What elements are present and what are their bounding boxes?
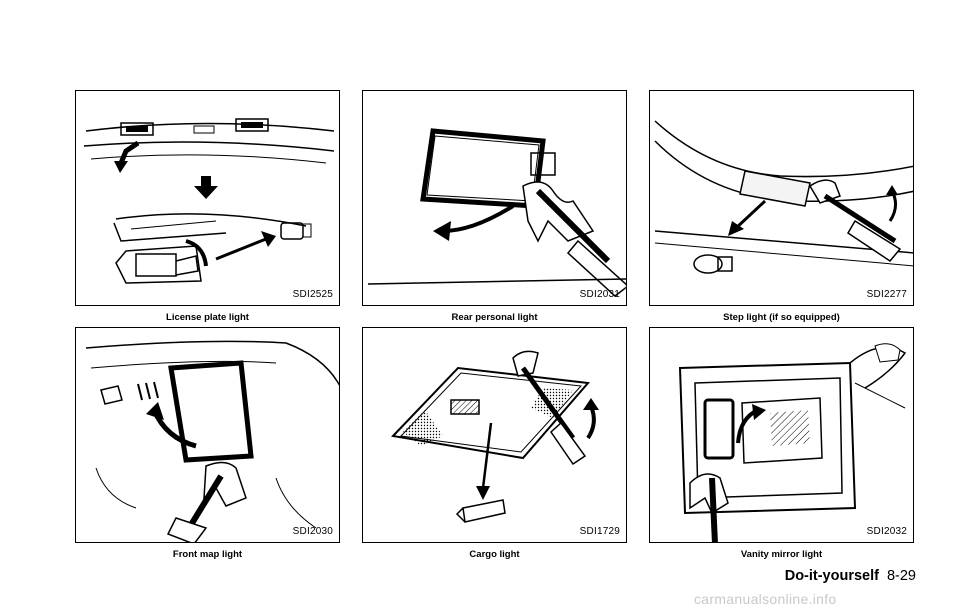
- figure-caption: Vanity mirror light: [740, 549, 823, 560]
- figure-caption: Step light (if so equipped): [723, 312, 840, 323]
- figure-caption: License plate light: [166, 312, 249, 323]
- figure-code: SDI2030: [292, 526, 333, 537]
- figure-rear-personal-light: SDI2031: [362, 90, 627, 306]
- figure-code: SDI2277: [866, 289, 907, 300]
- page-footer: Do-it-yourself 8-29: [785, 568, 916, 584]
- figure-license-plate-light: SDI2525: [75, 90, 340, 306]
- figure-caption: Front map light: [172, 549, 243, 560]
- figure-code: SDI2525: [292, 289, 333, 300]
- figure-vanity-mirror-light: SDI2032: [649, 327, 914, 543]
- figure-code: SDI1729: [579, 526, 620, 537]
- cargo-light-illustration: [390, 350, 599, 523]
- figure-caption: Cargo light: [469, 549, 520, 560]
- section-title: Do-it-yourself: [784, 568, 879, 584]
- vanity-mirror-light-illustration: [678, 343, 907, 542]
- license-plate-light-illustration: [83, 118, 335, 284]
- watermark: carmanualsonline.info: [694, 591, 837, 607]
- figure-cargo-light: SDI1729: [362, 327, 627, 543]
- step-light-illustration: [654, 120, 913, 274]
- figure-code: SDI2032: [866, 526, 907, 537]
- front-map-light-illustration: [85, 340, 339, 542]
- figure-caption: Rear personal light: [451, 312, 538, 323]
- figure-front-map-light: SDI2030: [75, 327, 340, 543]
- page-number: 8-29: [886, 568, 916, 584]
- figure-code: SDI2031: [579, 289, 620, 300]
- rear-personal-light-illustration: [367, 128, 626, 297]
- figure-step-light: SDI2277: [649, 90, 914, 306]
